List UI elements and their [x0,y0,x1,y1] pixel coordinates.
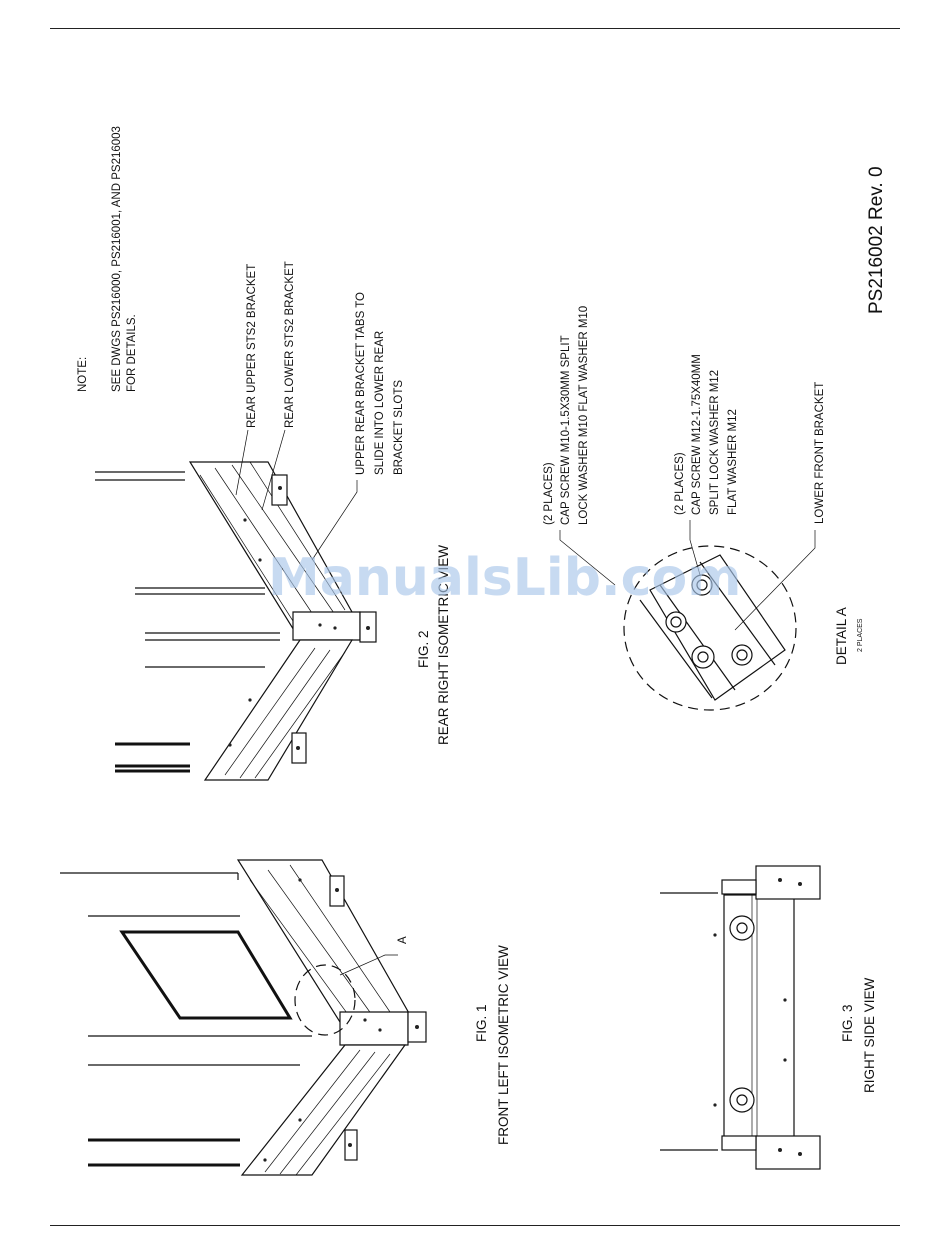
note-line-1: SEE DWGS PS216000, PS216001, AND PS21600… [111,126,123,392]
callout-m12-line-2: CAP SCREW M12-1.75X40MM [691,354,703,515]
leader-upper-tabs [311,480,358,561]
watermark-logo: ManualsLib.com [268,548,741,608]
callout-m10-line-3: LOCK WASHER M10 FLAT WASHER M10 [578,306,590,525]
callout-rear-lower-bracket: REAR LOWER STS2 BRACKET [284,261,296,428]
fig2-drawing [95,429,377,781]
detail-a-title: DETAIL A [834,607,849,665]
bottom-rule [50,1225,900,1226]
fig1-drawing [60,859,427,1176]
detail-a-drawing [559,520,816,711]
fig1-number: FIG. 1 [474,1004,489,1042]
leader-m10 [559,530,616,586]
detail-a-marker-label: A [397,936,409,944]
callout-upper-tabs-line-1: UPPER REAR BRACKET TABS TO [355,292,367,475]
leader-m12 [689,520,701,576]
fig3-number: FIG. 3 [840,1004,855,1042]
callout-m10-line-2: CAP SCREW M10-1.5X30MM SPLIT [560,335,572,525]
fig1-title: FRONT LEFT ISOMETRIC VIEW [496,945,511,1145]
callout-lower-front-bracket: LOWER FRONT BRACKET [814,382,826,524]
callout-rear-upper-bracket: REAR UPPER STS2 BRACKET [246,264,258,428]
callout-m12-line-3: SPLIT LOCK WASHER M12 [709,370,721,515]
leader-rear-upper [235,429,249,496]
leader-detail-a [339,954,398,976]
fig2-number: FIG. 2 [416,630,431,668]
top-rule [50,28,900,29]
callout-upper-tabs-line-2: SLIDE INTO LOWER REAR [374,331,386,475]
leader-rear-lower [261,429,286,511]
callout-m10-line-1: (2 PLACES) [543,462,555,525]
fig3-title: RIGHT SIDE VIEW [862,977,877,1093]
fig3-drawing [660,865,821,1170]
callout-upper-tabs-line-3: BRACKET SLOTS [393,380,405,475]
detail-a-marker-circle [294,964,356,1036]
callout-m12-line-1: (2 PLACES) [674,452,686,515]
note-line-2: FOR DETAILS. [126,314,138,392]
fig2-title: REAR RIGHT ISOMETRIC VIEW [436,545,451,745]
note-heading: NOTE: [77,357,89,392]
detail-a-subtitle: 2 PLACES [857,618,864,652]
callout-m12-line-4: FLAT WASHER M12 [727,409,739,515]
drawing-number: PS216002 Rev. 0 [866,166,887,314]
leader-lower-front [734,530,816,631]
